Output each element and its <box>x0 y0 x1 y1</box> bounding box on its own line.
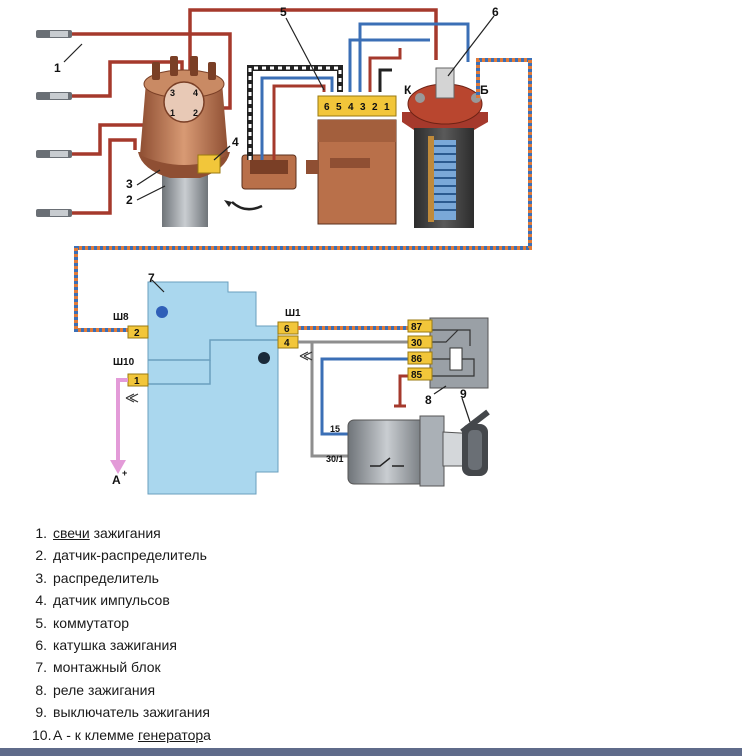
legend-number: 2. <box>35 547 47 564</box>
distributor <box>138 56 230 227</box>
commutator-pin-label: 4 <box>348 102 354 113</box>
commutator-harness <box>247 22 470 160</box>
commutator-pins <box>317 95 397 117</box>
legend-item: 9. выключатель зажигания <box>32 701 211 723</box>
legend-text: распределитель <box>53 569 159 586</box>
spark-plugs <box>36 30 72 217</box>
legend-text: катушка зажигания <box>53 636 177 653</box>
callout-4: 4 <box>232 135 239 149</box>
legend-number: 5. <box>35 614 47 631</box>
supply-wire <box>74 58 532 332</box>
ignition-coil <box>402 67 488 228</box>
switch-terminal-labels: 15 30/1 <box>326 424 344 464</box>
commutator-pin-label: 6 <box>324 102 330 113</box>
legend-list: 1. свечи зажигания 2. датчик-распределител… <box>32 522 211 746</box>
legend-item: 2. датчик-распределитель <box>32 544 211 566</box>
commutator-pin-label: 5 <box>336 102 342 113</box>
legend-text: коммутатор <box>53 614 130 631</box>
relay-pin-label: 85 <box>411 370 423 381</box>
pin-sh8-2-label: 2 <box>134 328 140 339</box>
legend-text-tail: а <box>203 726 211 743</box>
relay-pin-label: 87 <box>411 322 423 333</box>
legend-number: 3. <box>35 569 47 586</box>
legend-number: 10. <box>32 726 52 743</box>
bottom-border <box>0 748 742 756</box>
generator-arrow: А + <box>110 378 139 487</box>
svg-text:2: 2 <box>193 108 198 118</box>
legend-number: 8. <box>35 681 47 698</box>
spark-plugs-link[interactable]: свечи <box>53 525 90 541</box>
callout-3: 3 <box>126 177 133 191</box>
legend-item: 3. распределитель <box>32 567 211 589</box>
legend-item: 5. коммутатор <box>32 612 211 634</box>
pin-sh1-4-label: 4 <box>284 338 290 349</box>
legend-item: 4. датчик импульсов <box>32 589 211 611</box>
relay-pin-labels: 87 30 86 85 <box>411 322 423 381</box>
coil-terminal-labels: К Б <box>404 83 489 97</box>
distributor-cap-numbers: 3 4 1 2 <box>170 88 198 118</box>
relay-pins <box>407 319 433 381</box>
generator-link[interactable]: генератор <box>137 726 204 743</box>
commutator-pin-label: 1 <box>384 102 390 113</box>
callout-numbers: 1 2 3 4 5 6 7 8 9 <box>54 5 499 407</box>
commutator-pin-labels: 6 5 4 3 2 1 <box>324 102 390 113</box>
coil-terminal-k-label: К <box>404 83 412 97</box>
coil-terminal-b-label: Б <box>480 83 489 97</box>
legend-item: 1. свечи зажигания <box>32 522 211 544</box>
legend-item: 10.А - к клемме генератора <box>32 724 211 746</box>
commutator-pin-label: 2 <box>372 102 378 113</box>
legend-item: 8. реле зажигания <box>32 679 211 701</box>
commutator <box>306 119 397 225</box>
relay-pin-label: 30 <box>411 338 423 349</box>
legend-item: 6. катушка зажигания <box>32 634 211 656</box>
sensor-connector <box>224 154 297 211</box>
callout-9: 9 <box>460 387 467 401</box>
connector-sh1-label: Ш1 <box>285 308 301 319</box>
svg-text:4: 4 <box>193 88 198 98</box>
legend-text: А - к клемме <box>53 726 138 743</box>
legend-item: 7. монтажный блок <box>32 656 211 678</box>
callout-leaders <box>63 15 495 423</box>
relay-wiring <box>298 326 408 458</box>
block-labels: Ш8 Ш10 Ш1 2 1 6 4 <box>113 308 301 387</box>
callout-1: 1 <box>54 61 61 75</box>
ignition-switch <box>347 409 490 487</box>
callout-8: 8 <box>425 393 432 407</box>
legend-text: реле зажигания <box>53 681 156 698</box>
pin-sh1-6-label: 6 <box>284 324 290 335</box>
callout-2: 2 <box>126 193 133 207</box>
legend-number: 6. <box>35 636 47 653</box>
svg-text:1: 1 <box>170 108 175 118</box>
commutator-pin-label: 3 <box>360 102 366 113</box>
legend-number: 9. <box>35 704 47 721</box>
legend-number: 4. <box>35 592 47 609</box>
generator-label: А <box>112 473 121 487</box>
ignition-wiring-diagram: 3 4 1 2 6 5 4 3 2 1 <box>36 5 532 495</box>
switch-terminal-30-label: 30/1 <box>326 454 344 464</box>
legend-text: зажигания <box>89 525 161 541</box>
connector-sh10-label: Ш10 <box>113 357 135 368</box>
relay-pin-label: 86 <box>411 354 423 365</box>
legend-text: датчик импульсов <box>53 592 170 609</box>
legend-text: монтажный блок <box>53 659 161 676</box>
callout-6: 6 <box>492 5 499 19</box>
legend-number: 7. <box>35 659 47 676</box>
callout-7: 7 <box>148 271 155 285</box>
callout-5: 5 <box>280 5 287 19</box>
connector-sh8-label: Ш8 <box>113 312 129 323</box>
legend-text: датчик-распределитель <box>53 547 207 564</box>
legend-number: 1. <box>35 525 47 541</box>
pin-sh10-1-label: 1 <box>134 376 140 387</box>
generator-plus: + <box>122 468 127 478</box>
switch-terminal-15-label: 15 <box>330 424 340 434</box>
block-connector-pins <box>127 321 299 387</box>
legend-text: выключатель зажигания <box>53 704 210 721</box>
ignition-relay <box>429 317 489 389</box>
mounting-block <box>147 281 279 495</box>
svg-text:3: 3 <box>170 88 175 98</box>
